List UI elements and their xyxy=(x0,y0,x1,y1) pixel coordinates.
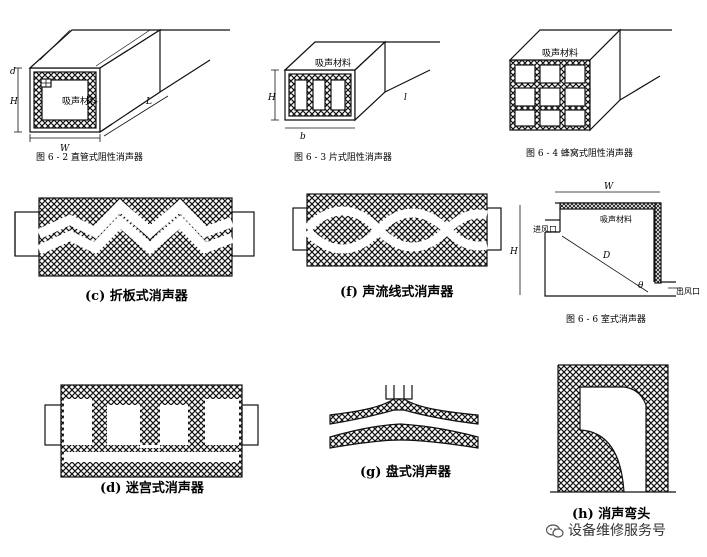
wechat-icon xyxy=(545,523,564,538)
fig-g-disc-silencer xyxy=(329,385,479,449)
watermark-text: 设备维修服务号 xyxy=(568,523,666,539)
fig-h-elbow-silencer xyxy=(550,364,676,493)
fig6-6-caption: 图 6 - 6 室式消声器 xyxy=(566,313,646,325)
fig6-3-h-label: H xyxy=(267,93,276,103)
fig6-4-material-label: 吸声材料 xyxy=(542,47,578,59)
fig6-2-d-label: d xyxy=(10,67,16,77)
fig6-2-w-label: W xyxy=(60,144,70,154)
fig6-3-caption: 图 6 - 3 片式阻性消声器 xyxy=(294,151,392,163)
fig6-3-b-label: b xyxy=(300,132,306,142)
fig6-4-honeycomb-silencer xyxy=(508,28,672,132)
fig-h-caption: (h) 消声弯头 xyxy=(572,506,650,522)
fig6-2-caption: 图 6 - 2 直管式阻性消声器 xyxy=(36,151,143,163)
fig-f-caption: (f) 声流线式消声器 xyxy=(340,284,454,300)
fig6-6-material-label: 吸声材料 xyxy=(600,214,632,224)
fig6-3-material-label: 吸声材料 xyxy=(315,57,351,69)
fig6-4-caption: 图 6 - 4 蜂窝式阻性消声器 xyxy=(526,147,633,159)
fig-f-streamline-silencer xyxy=(292,193,502,267)
fig6-6-outlet-label: 出风口 xyxy=(676,286,700,296)
fig6-6-inlet-label: 进风口 xyxy=(533,225,557,234)
fig6-6-w-label: W xyxy=(604,182,614,192)
fig-d-labyrinth-silencer xyxy=(44,384,259,478)
fig6-6-theta-label: θ xyxy=(638,281,644,291)
fig-g-caption: (g) 盘式消声器 xyxy=(360,464,452,480)
fig-d-caption: (d) 迷宫式消声器 xyxy=(100,480,205,496)
fig6-3-l-label: l xyxy=(404,93,407,103)
fig6-6-d-label: D xyxy=(602,251,610,261)
fig6-2-h-label: H xyxy=(9,97,18,107)
fig6-2-material-label: 吸声材料 xyxy=(62,95,98,107)
fig6-2-l-label: L xyxy=(145,97,152,107)
fig-c-caption: (c) 折板式消声器 xyxy=(85,288,189,304)
fig6-2-straight-duct xyxy=(14,28,230,142)
fig6-6-chamber-silencer xyxy=(519,191,682,297)
fig-c-folded-plate-silencer xyxy=(14,197,255,277)
fig6-6-h-label: H xyxy=(509,247,518,257)
fig6-3-plate-silencer xyxy=(271,40,440,129)
